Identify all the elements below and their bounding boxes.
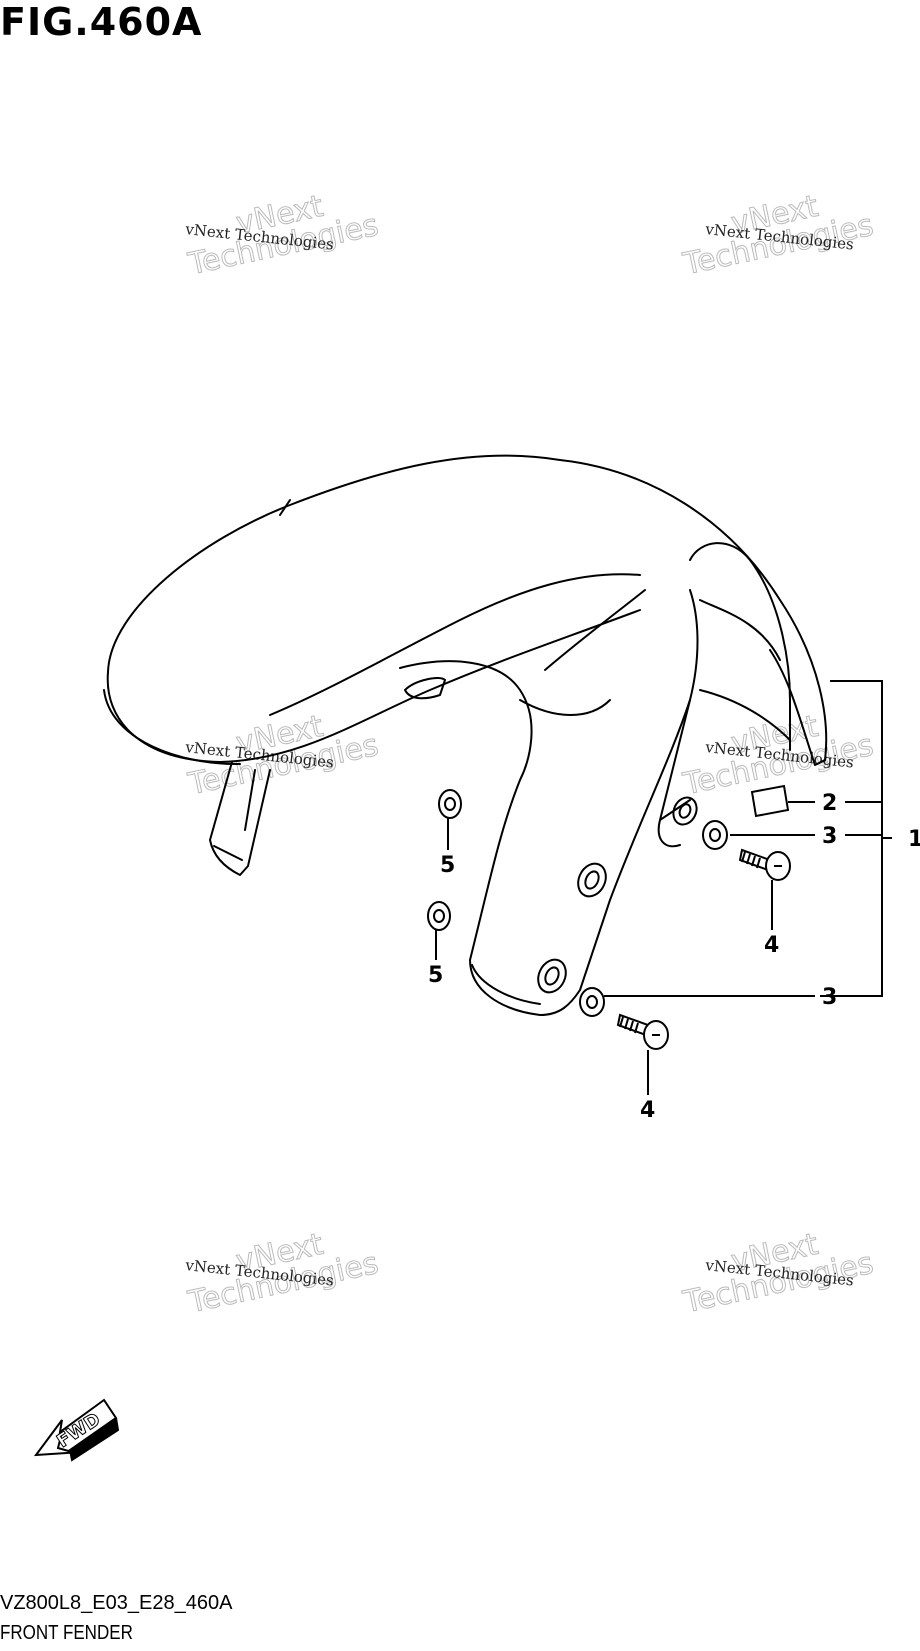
fwd-arrow-icon: FWD [33, 1398, 120, 1462]
part-5-washer-lower [427, 901, 451, 931]
part-3-washer-upper [702, 820, 728, 850]
figure-name: FRONT FENDER [0, 1622, 133, 1644]
callout-3-lower: 3 [822, 985, 837, 1010]
front-fender [103, 454, 828, 1016]
part-4-screw-lower [616, 1013, 669, 1050]
figure-code: VZ800L8_E03_E28_460A [0, 1592, 233, 1614]
callout-3-upper: 3 [822, 824, 837, 849]
part-5-washer-upper [438, 789, 462, 819]
part-4-screw-upper [738, 848, 791, 881]
figure-title: FIG.460A [0, 0, 203, 44]
callout-2: 2 [822, 791, 837, 816]
part-3-washer-lower [579, 987, 605, 1017]
callout-4-upper: 4 [764, 933, 779, 958]
callout-1: 1 [908, 827, 920, 852]
leader-lines [435, 680, 892, 1095]
part-2-label [750, 784, 790, 818]
callout-4-lower: 4 [640, 1098, 655, 1123]
callout-5-lower: 5 [428, 963, 443, 988]
callout-5-upper: 5 [440, 853, 455, 878]
